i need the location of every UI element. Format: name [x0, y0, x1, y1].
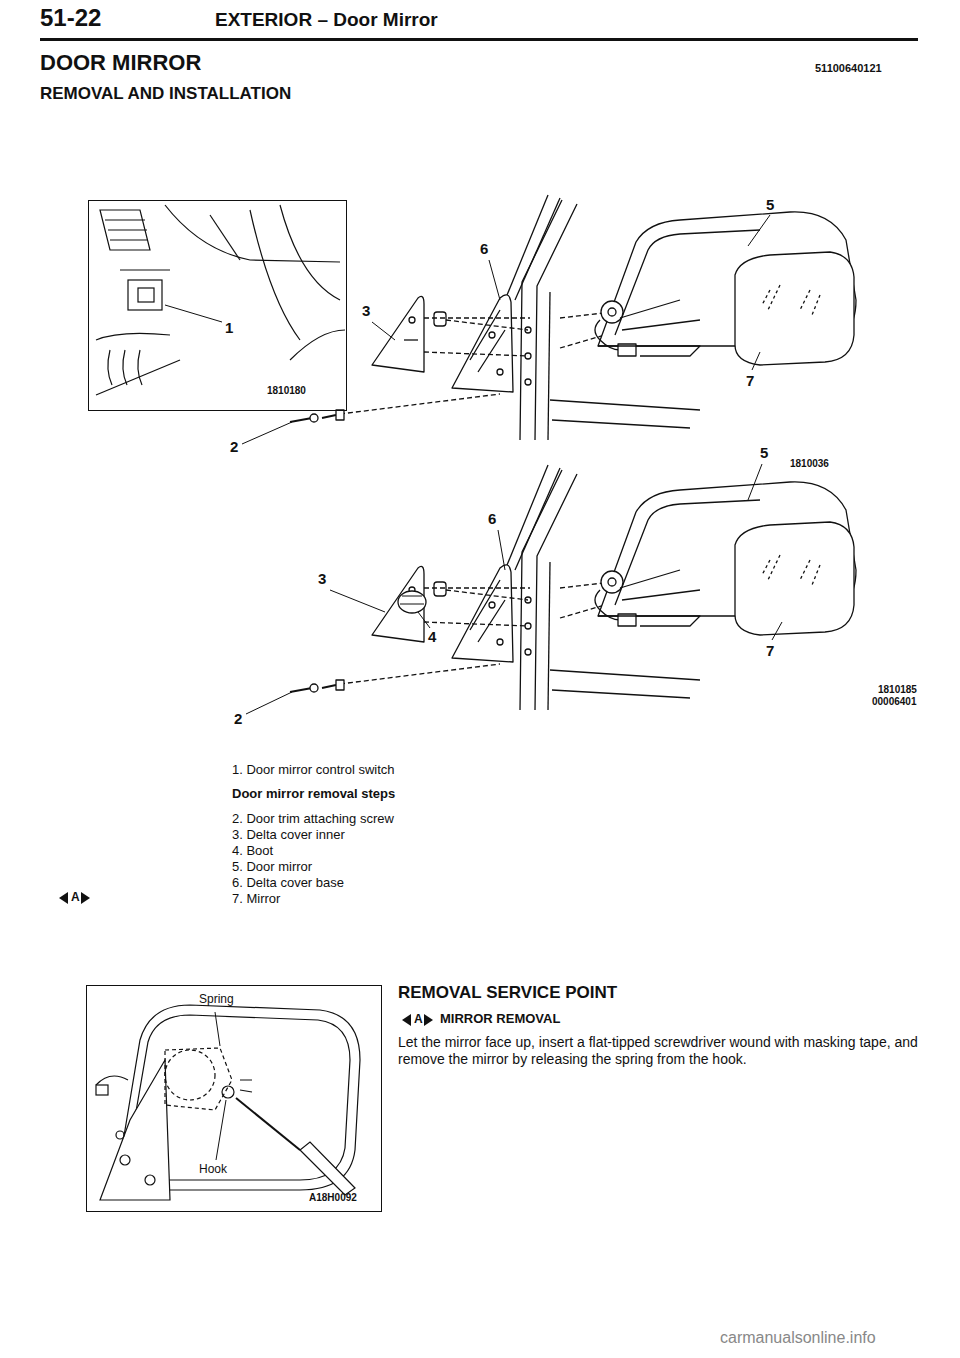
- page-number: 51-22: [40, 4, 101, 33]
- callout-number: 3: [362, 302, 370, 320]
- callout-number: 4: [428, 628, 436, 646]
- part-list-item: 2. Door trim attaching screw: [232, 811, 394, 827]
- figure-code: 1810180: [267, 385, 306, 397]
- instruction-text: Let the mirror face up, insert a flat-ti…: [398, 1034, 918, 1068]
- part-list-item: 5. Door mirror: [232, 859, 312, 875]
- callout-number: 5: [760, 444, 768, 462]
- part-list-item: 6. Delta cover base: [232, 875, 344, 891]
- figure-code: A18H0092: [309, 1192, 357, 1204]
- service-point-mark: A: [71, 890, 80, 904]
- figure-code: 1810185: [878, 684, 917, 696]
- callout-number: 6: [480, 240, 488, 258]
- callout-number: 6: [488, 510, 496, 528]
- inset-frame: 1 1810180: [88, 200, 347, 411]
- part-list-item: 1. Door mirror control switch: [232, 762, 395, 778]
- callout-number: 5: [766, 196, 774, 214]
- callout-number: 3: [318, 570, 326, 588]
- service-point-mark: A: [414, 1012, 423, 1026]
- callout-number: 7: [766, 642, 774, 660]
- callout-number: 2: [234, 710, 242, 728]
- part-list-item: 3. Delta cover inner: [232, 827, 345, 843]
- service-point-title: MIRROR REMOVAL: [440, 1011, 560, 1027]
- document-code: 51100640121: [815, 62, 882, 75]
- subsection-title: REMOVAL SERVICE POINT: [398, 983, 617, 1003]
- section-header: EXTERIOR – Door Mirror: [215, 9, 438, 32]
- inset-frame: SpringHookA18H0092: [86, 985, 382, 1212]
- part-name: Spring: [199, 992, 234, 1006]
- figure-code: 00006401: [872, 696, 917, 708]
- subsection-title: REMOVAL AND INSTALLATION: [40, 84, 291, 104]
- part-list-heading: Door mirror removal steps: [232, 786, 395, 802]
- part-name: Hook: [199, 1162, 227, 1176]
- section-title: DOOR MIRROR: [40, 50, 201, 76]
- callout-number: 1: [225, 319, 233, 337]
- callout-number: 2: [230, 438, 238, 456]
- part-list-item: 4. Boot: [232, 843, 273, 859]
- callout-number: 7: [746, 372, 754, 390]
- watermark: carmanualsonline.info: [720, 1328, 876, 1347]
- figure-code: 1810036: [790, 458, 829, 470]
- part-list-item: 7. Mirror: [232, 891, 280, 907]
